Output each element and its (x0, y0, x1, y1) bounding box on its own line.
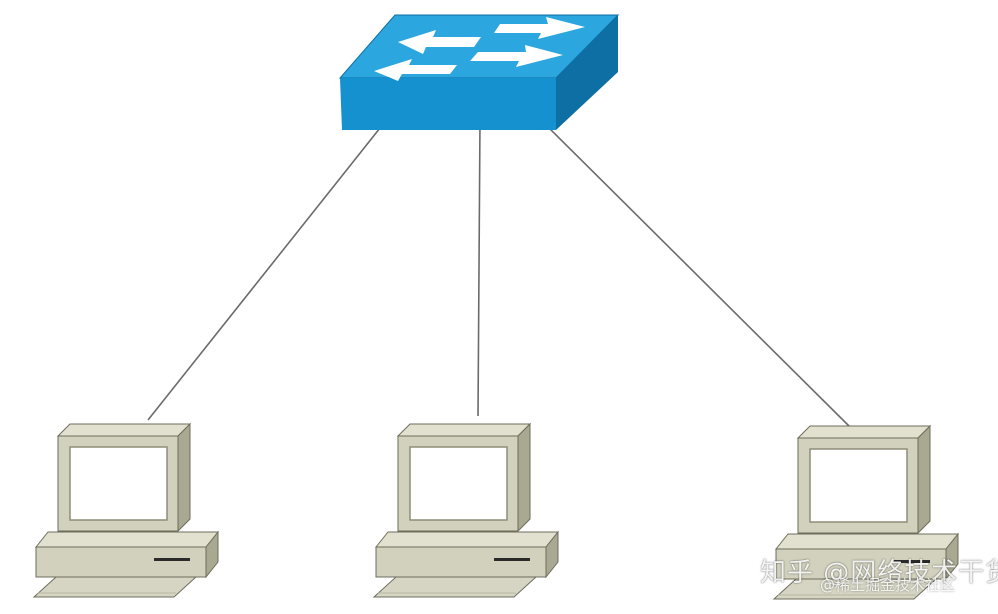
switch-icon (340, 15, 618, 130)
switch-front (340, 78, 556, 130)
link-switch-pc-left (148, 128, 380, 420)
links (148, 120, 850, 427)
link-switch-pc-right (545, 124, 850, 427)
computer-icon (774, 426, 958, 599)
link-switch-pc-center (478, 120, 480, 416)
computer-icon (374, 424, 558, 597)
computer-icon (34, 424, 218, 597)
